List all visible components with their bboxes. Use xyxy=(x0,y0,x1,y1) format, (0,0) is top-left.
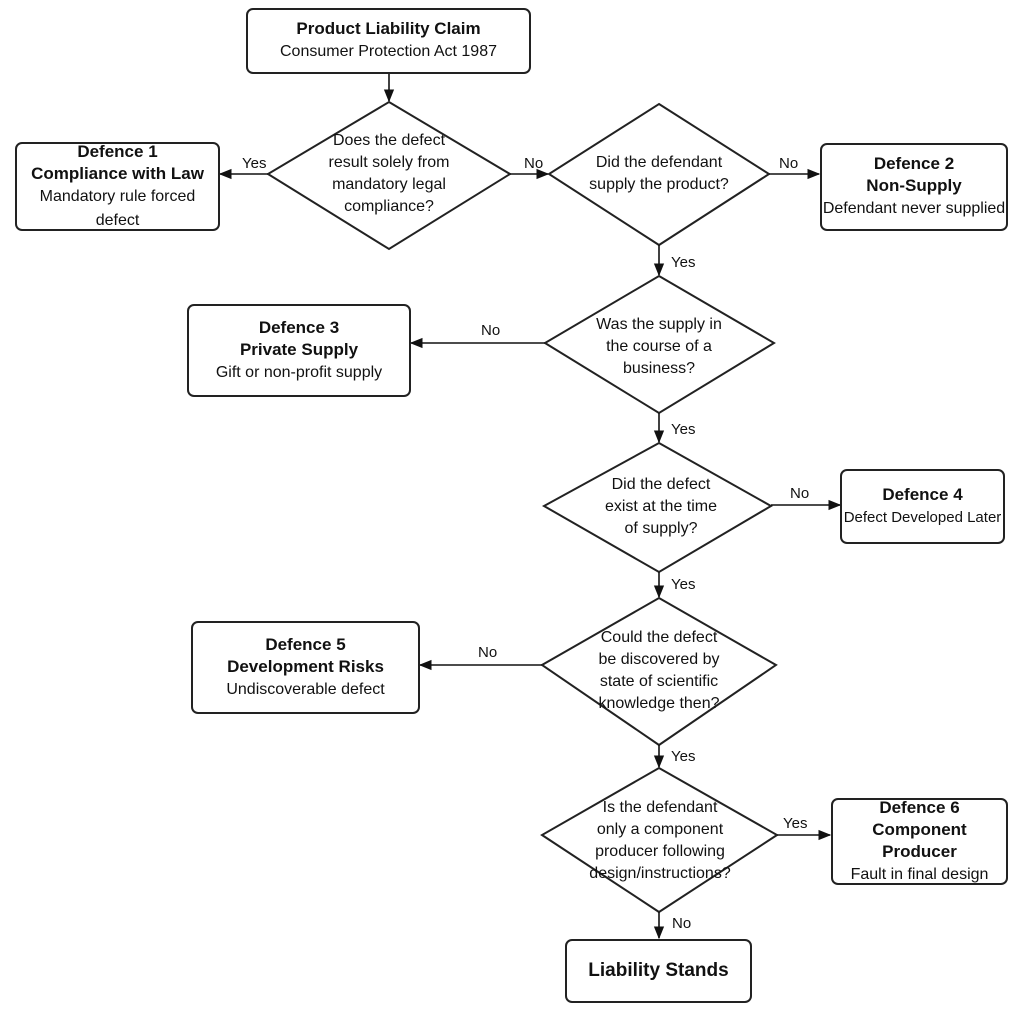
defence-1-description: Mandatory rule forced defect xyxy=(39,187,196,229)
edge-label-q5-yes: Yes xyxy=(671,748,696,765)
decision-q6-text: Is the defendant only a component produc… xyxy=(589,799,731,882)
defence-6-box: Defence 6 Component Producer Fault in fi… xyxy=(831,798,1008,885)
start-title: Product Liability Claim xyxy=(296,19,481,38)
decision-q4-text: Did the defect exist at the time of supp… xyxy=(604,476,718,537)
defence-3-name: Private Supply xyxy=(239,339,359,359)
defence-5-box: Defence 5 Development Risks Undiscoverab… xyxy=(191,621,420,714)
decision-q5-text: Could the defect be discovered by state … xyxy=(598,629,720,712)
decision-q3-text: Was the supply in the course of a busine… xyxy=(596,316,722,377)
edge-label-q3-yes: Yes xyxy=(671,421,696,438)
edge-label-q3-no: No xyxy=(481,322,501,339)
edge-label-q5-no: No xyxy=(478,644,498,661)
defence-3-number: Defence 3 xyxy=(258,317,340,337)
defence-5-name: Development Risks xyxy=(227,656,384,676)
edge-label-q4-no: No xyxy=(790,485,810,502)
edge-label-q6-no: No xyxy=(672,915,692,932)
defence-2-box: Defence 2 Non-Supply Defendant never sup… xyxy=(820,143,1008,231)
edge-label-q4-yes: Yes xyxy=(671,576,696,593)
defence-3-description: Gift or non-profit supply xyxy=(215,363,383,381)
decision-q2-text: Did the defendant supply the product? xyxy=(589,154,729,193)
defence-4-box: Defence 4 Defect Developed Later xyxy=(840,469,1005,544)
defence-1-box: Defence 1 Compliance with Law Mandatory … xyxy=(15,142,220,231)
end-title: Liability Stands xyxy=(588,960,729,981)
edge-label-q1-no: No xyxy=(524,155,544,172)
end-box: Liability Stands xyxy=(565,939,752,1003)
defence-3-box: Defence 3 Private Supply Gift or non-pro… xyxy=(187,304,411,397)
decision-q1-diamond xyxy=(266,100,512,251)
decision-q1-text: Does the defect result solely from manda… xyxy=(328,132,450,215)
edge-label-q6-yes: Yes xyxy=(783,815,808,832)
edge-label-q2-yes: Yes xyxy=(671,254,696,271)
defence-4-description: Defect Developed Later xyxy=(843,508,1002,526)
start-subtitle: Consumer Protection Act 1987 xyxy=(279,43,497,60)
defence-4-number: Defence 4 xyxy=(882,484,963,504)
edge-label-q2-no: No xyxy=(779,155,799,172)
edge-label-q1-yes: Yes xyxy=(242,155,267,172)
defence-5-description: Undiscoverable defect xyxy=(226,680,385,698)
defence-2-name: Non-Supply xyxy=(866,176,962,195)
defence-6-number: Defence 6 xyxy=(879,797,960,817)
defence-6-name: Component Producer xyxy=(872,819,967,861)
defence-6-description: Fault in final design xyxy=(850,865,989,883)
defence-5-number: Defence 5 xyxy=(265,634,346,654)
defence-1-number: Defence 1 xyxy=(77,141,158,161)
defence-2-description: Defendant never supplied xyxy=(822,200,1006,217)
defence-2-number: Defence 2 xyxy=(873,154,955,173)
defence-1-name: Compliance with Law xyxy=(31,163,204,183)
start-box: Product Liability Claim Consumer Protect… xyxy=(246,8,531,74)
